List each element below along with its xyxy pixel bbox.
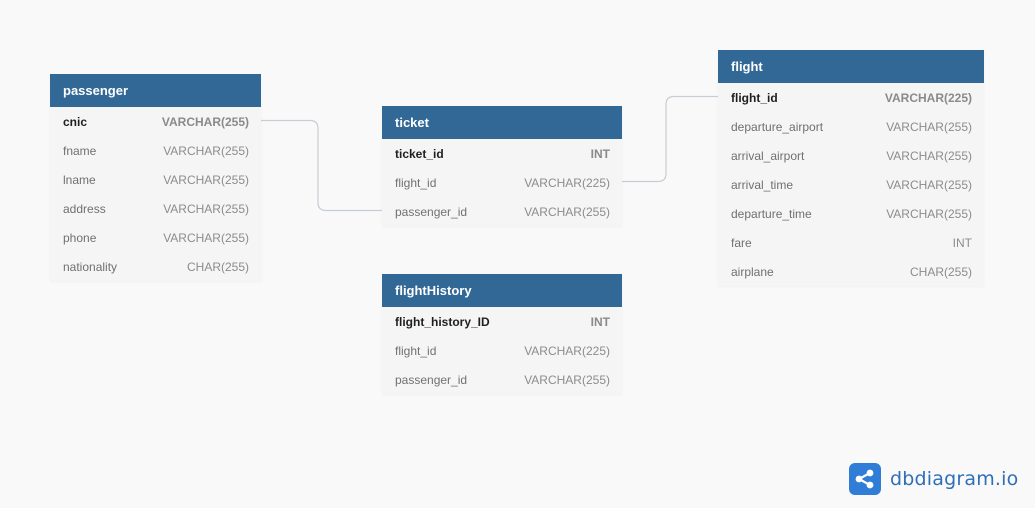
- table-column-row[interactable]: arrival_time VARCHAR(255): [718, 170, 984, 199]
- table-column-row[interactable]: passenger_id VARCHAR(255): [382, 365, 622, 394]
- column-name: lname: [63, 172, 96, 187]
- table-column-row[interactable]: nationality CHAR(255): [50, 252, 261, 281]
- column-name: flight_id: [395, 175, 437, 190]
- relationship-passenger-ticket: [261, 119, 382, 212]
- column-type: INT: [590, 146, 610, 161]
- table-column-row[interactable]: ticket_id INT: [382, 139, 622, 168]
- column-type: VARCHAR(225): [524, 175, 610, 190]
- column-type: VARCHAR(255): [161, 114, 249, 129]
- table-column-row[interactable]: cnic VARCHAR(255): [50, 107, 261, 136]
- column-name: address: [63, 201, 106, 216]
- column-name: fname: [63, 143, 97, 158]
- column-type: VARCHAR(255): [886, 148, 972, 163]
- table-column-row[interactable]: fname VARCHAR(255): [50, 136, 261, 165]
- column-name: flight_history_ID: [395, 314, 490, 329]
- column-name: flight_id: [395, 343, 437, 358]
- table-column-row[interactable]: departure_airport VARCHAR(255): [718, 112, 984, 141]
- table-column-row[interactable]: flight_id VARCHAR(225): [382, 168, 622, 197]
- column-type: VARCHAR(255): [163, 230, 249, 245]
- column-type: CHAR(255): [186, 259, 249, 274]
- table-column-row[interactable]: flight_id VARCHAR(225): [718, 83, 984, 112]
- table-column-row[interactable]: arrival_airport VARCHAR(255): [718, 141, 984, 170]
- column-type: VARCHAR(225): [524, 343, 610, 358]
- share-nodes-icon: [849, 463, 881, 495]
- table-flight[interactable]: flight flight_id VARCHAR(225) departure_…: [718, 50, 984, 286]
- column-name: airplane: [731, 264, 774, 279]
- table-column-row[interactable]: passenger_id VARCHAR(255): [382, 197, 622, 226]
- column-name: flight_id: [731, 90, 778, 105]
- column-name: passenger_id: [395, 204, 468, 219]
- column-type: VARCHAR(255): [886, 206, 972, 221]
- column-type: CHAR(255): [909, 264, 972, 279]
- column-type: VARCHAR(255): [163, 172, 249, 187]
- relationship-ticket-flight: [622, 95, 718, 183]
- table-column-row[interactable]: phone VARCHAR(255): [50, 223, 261, 252]
- brand-link[interactable]: dbdiagram.io: [849, 463, 1019, 495]
- column-name: passenger_id: [395, 372, 468, 387]
- column-type: VARCHAR(255): [524, 372, 610, 387]
- table-header[interactable]: flight: [718, 50, 984, 83]
- table-column-row[interactable]: lname VARCHAR(255): [50, 165, 261, 194]
- table-header[interactable]: passenger: [50, 74, 261, 107]
- table-column-row[interactable]: departure_time VARCHAR(255): [718, 199, 984, 228]
- table-ticket[interactable]: ticket ticket_id INT flight_id VARCHAR(2…: [382, 106, 622, 226]
- column-name: cnic: [63, 114, 88, 129]
- table-column-row[interactable]: airplane CHAR(255): [718, 257, 984, 286]
- column-type: VARCHAR(225): [884, 90, 972, 105]
- column-type: INT: [952, 235, 972, 250]
- column-name: fare: [731, 235, 752, 250]
- table-flight-history[interactable]: flightHistory flight_history_ID INT flig…: [382, 274, 622, 394]
- table-column-row[interactable]: fare INT: [718, 228, 984, 257]
- column-name: departure_time: [731, 206, 812, 221]
- column-type: VARCHAR(255): [163, 201, 249, 216]
- column-type: INT: [590, 314, 610, 329]
- column-name: nationality: [63, 259, 118, 274]
- column-type: VARCHAR(255): [886, 119, 972, 134]
- column-type: VARCHAR(255): [524, 204, 610, 219]
- column-name: departure_airport: [731, 119, 824, 134]
- table-header[interactable]: ticket: [382, 106, 622, 139]
- column-type: VARCHAR(255): [163, 143, 249, 158]
- table-column-row[interactable]: flight_history_ID INT: [382, 307, 622, 336]
- column-type: VARCHAR(255): [886, 177, 972, 192]
- column-name: arrival_time: [731, 177, 794, 192]
- table-header[interactable]: flightHistory: [382, 274, 622, 307]
- column-name: ticket_id: [395, 146, 444, 161]
- brand-name: dbdiagram.io: [890, 468, 1019, 490]
- column-name: phone: [63, 230, 97, 245]
- table-passenger[interactable]: passenger cnic VARCHAR(255) fname VARCHA…: [50, 74, 261, 281]
- table-column-row[interactable]: flight_id VARCHAR(225): [382, 336, 622, 365]
- column-name: arrival_airport: [731, 148, 805, 163]
- table-column-row[interactable]: address VARCHAR(255): [50, 194, 261, 223]
